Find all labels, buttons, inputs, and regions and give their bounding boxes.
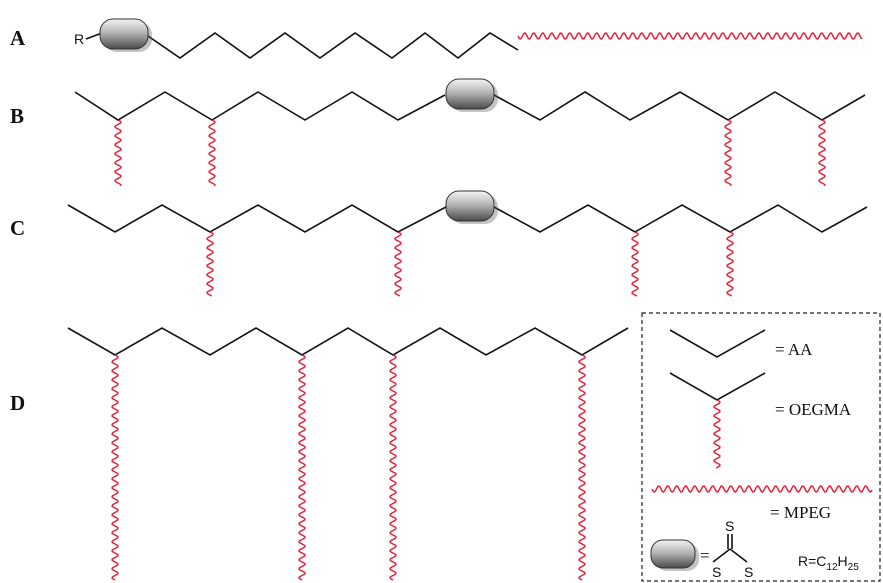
legend-box	[641, 312, 881, 582]
legend-raft-agent: = S S S R=C12H25	[650, 518, 859, 580]
mpeg-side-chain-b3	[724, 119, 732, 187]
mpeg-chain-a	[517, 32, 863, 40]
mpeg-side-chain-d2	[298, 354, 306, 581]
left-sulfur-label: S	[712, 564, 721, 580]
r-group-definition: R=C12H25	[798, 553, 859, 573]
raft-agent-c	[445, 190, 498, 224]
mpeg-side-chain-c1	[206, 231, 214, 297]
backbone-chain-d	[67, 327, 629, 356]
backbone-chain-b-right	[493, 91, 866, 121]
mpeg-unit-symbol	[651, 485, 873, 493]
legend-oegma: = OEGMA	[669, 372, 852, 469]
mpeg-side-chain-c3	[631, 231, 639, 297]
mpeg-side-chain-b1	[114, 119, 122, 187]
raft-agent-symbol	[650, 539, 699, 571]
row-label-b: B	[10, 104, 24, 128]
row-label-c: C	[10, 216, 25, 240]
mpeg-side-chain-d3	[389, 354, 397, 581]
row-c: C	[10, 190, 868, 297]
mpeg-side-chain-c2	[394, 231, 402, 297]
oegma-unit-symbol	[669, 372, 766, 401]
mpeg-side-chain-b2	[208, 119, 216, 187]
backbone-chain-c-right	[493, 204, 868, 233]
row-d: D	[10, 327, 629, 581]
oegma-side-chain	[713, 399, 721, 469]
trithiocarbonate-structure: S S S	[712, 518, 753, 580]
raft-agent-a	[99, 18, 152, 52]
row-label-a: A	[10, 26, 26, 50]
row-a: A R	[10, 18, 863, 60]
backbone-chain-a	[147, 31, 519, 60]
mpeg-side-chain-b4	[818, 119, 826, 187]
mpeg-label: = MPEG	[770, 503, 831, 522]
backbone-chain-b-left	[74, 91, 446, 121]
legend-aa: = AA	[669, 329, 813, 359]
r-group-label: R	[74, 31, 84, 47]
mpeg-side-chain-d4	[578, 354, 586, 581]
raft-equals-sign: =	[700, 546, 710, 565]
mpeg-side-chain-d1	[111, 354, 119, 581]
backbone-chain-c-left	[67, 204, 447, 233]
mpeg-side-chain-c4	[726, 231, 734, 297]
aa-unit-symbol	[669, 329, 766, 358]
raft-agent-b	[445, 78, 498, 112]
right-sulfur-label: S	[744, 564, 753, 580]
row-b: B	[10, 78, 866, 187]
legend-mpeg: = MPEG	[651, 485, 873, 522]
aa-label: = AA	[775, 340, 813, 359]
legend: = AA = OEGMA = MPEG = S S S	[641, 312, 881, 582]
r-bond	[85, 32, 103, 40]
thione-sulfur-label: S	[725, 518, 734, 534]
oegma-label: = OEGMA	[775, 400, 852, 419]
row-label-d: D	[10, 391, 25, 415]
